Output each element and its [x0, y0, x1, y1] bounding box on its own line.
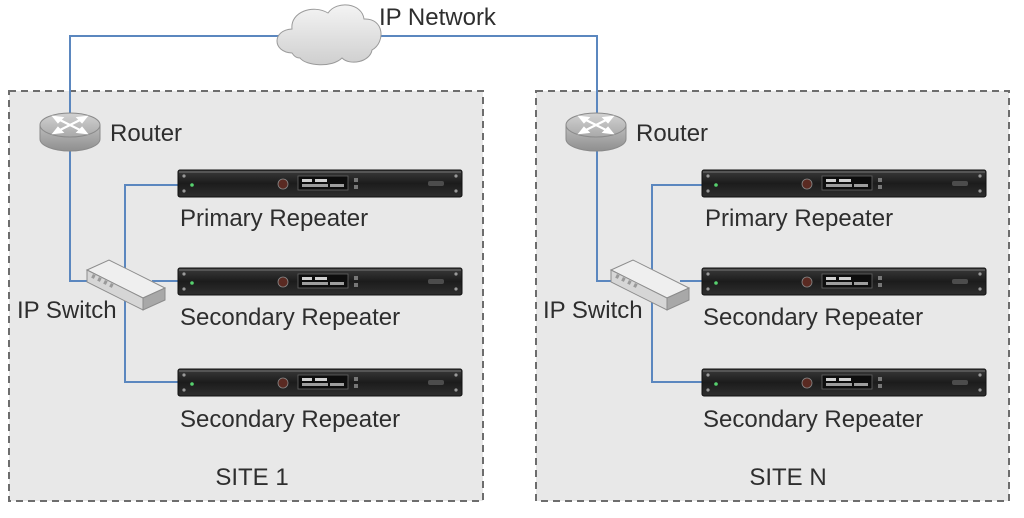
repeater-icon	[177, 368, 463, 397]
router-label: Router	[110, 120, 182, 147]
repeater-label: Secondary Repeater	[180, 304, 400, 331]
site-name: SITE 1	[215, 464, 288, 491]
repeater-label: Secondary Repeater	[180, 406, 400, 433]
repeater-label: Secondary Repeater	[703, 406, 923, 433]
site-n-secondary-b-link	[651, 293, 704, 383]
site-n: Router IP Switch Primary Repeater Second…	[543, 111, 987, 491]
cloud-icon	[276, 4, 382, 66]
site-n-uplink	[370, 35, 598, 113]
site-n-container	[535, 90, 1010, 502]
repeater-label: Secondary Repeater	[703, 304, 923, 331]
site-n-router-switch-link	[596, 140, 617, 282]
site-1-uplink	[69, 35, 290, 113]
site-1-primary-link	[124, 184, 180, 293]
site-n-primary-link	[651, 184, 704, 293]
site-1-router-switch-link	[69, 140, 92, 282]
site-1-container	[8, 90, 484, 502]
repeater-icon	[177, 267, 463, 296]
network-label: IP Network	[379, 4, 497, 31]
switch-label: IP Switch	[543, 297, 643, 324]
router-icon	[38, 111, 102, 153]
repeater-icon	[177, 169, 463, 198]
switch-label: IP Switch	[17, 297, 117, 324]
router-icon	[564, 111, 628, 153]
repeater-label: Primary Repeater	[705, 205, 893, 232]
site-1: Router IP Switch Primary Repeater Second…	[17, 111, 463, 491]
repeater-icon	[701, 169, 987, 198]
site-1-secondary-b-link	[124, 293, 180, 383]
router-label: Router	[636, 120, 708, 147]
repeater-icon	[701, 267, 987, 296]
network-links	[69, 35, 704, 383]
repeater-icon	[701, 368, 987, 397]
repeater-label: Primary Repeater	[180, 205, 368, 232]
site-name: SITE N	[749, 464, 826, 491]
